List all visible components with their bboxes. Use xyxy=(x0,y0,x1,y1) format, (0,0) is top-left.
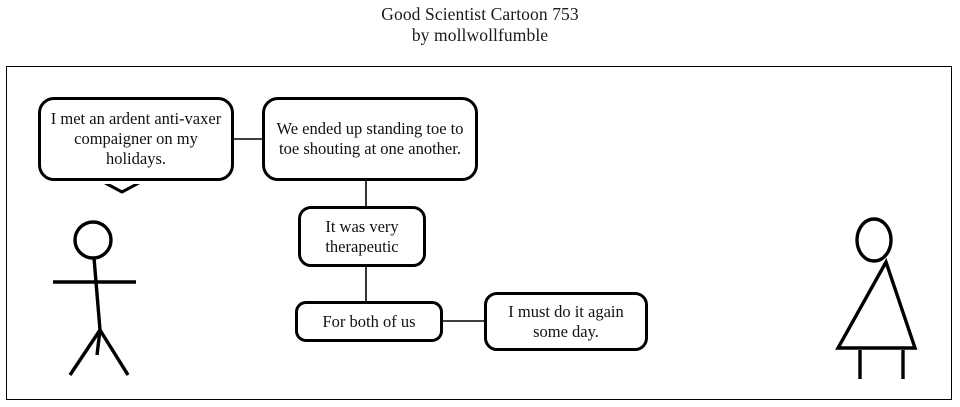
cartoon-title: Good Scientist Cartoon 753 xyxy=(381,4,579,24)
speech-bubble-5-text: I must do it again some day. xyxy=(508,301,624,341)
cartoon-title-block: Good Scientist Cartoon 753 by mollwollfu… xyxy=(0,4,960,47)
speech-bubble-1[interactable]: I met an ardent anti-vaxer compaigner on… xyxy=(38,97,234,181)
speech-bubble-2[interactable]: We ended up standing toe to toe shouting… xyxy=(262,97,478,181)
speech-bubble-2-text: We ended up standing toe to toe shouting… xyxy=(276,119,464,158)
speech-bubble-1-text: I met an ardent anti-vaxer compaigner on… xyxy=(50,109,222,168)
speech-bubble-3-text: It was very therapeutic xyxy=(325,216,399,256)
speech-bubble-4[interactable]: For both of us xyxy=(295,301,443,342)
speech-bubble-5[interactable]: I must do it again some day. xyxy=(484,292,648,351)
speech-bubble-4-text: For both of us xyxy=(322,311,416,331)
speech-bubble-3[interactable]: It was very therapeutic xyxy=(298,206,426,267)
cartoon-byline: by mollwollfumble xyxy=(411,25,549,46)
